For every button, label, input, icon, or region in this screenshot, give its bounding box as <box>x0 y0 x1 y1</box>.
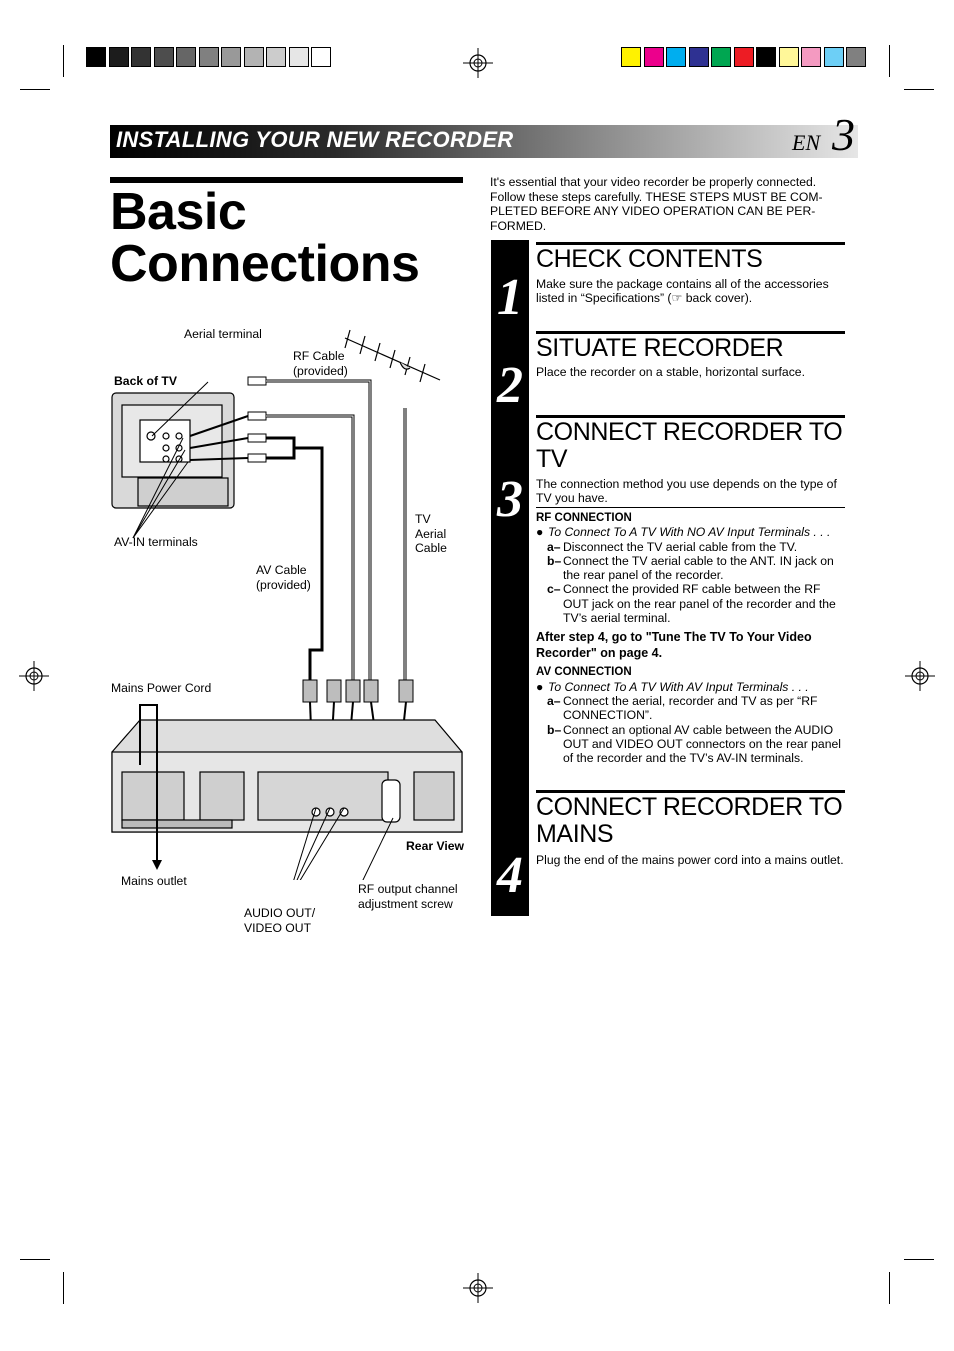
calibration-swatch <box>198 47 219 67</box>
calibration-swatch <box>756 47 776 67</box>
crop-mark <box>20 89 50 90</box>
intro-paragraph: It's essential that your video recorder … <box>490 175 823 233</box>
section-title: INSTALLING YOUR NEW RECORDER <box>116 127 514 152</box>
rear-view-label: Rear View <box>406 839 465 853</box>
av-connection-title: AV CONNECTION <box>536 666 632 679</box>
calibration-swatch <box>86 47 106 67</box>
step-text: Plug the end of the mains power cord int… <box>536 853 844 867</box>
registration-target-icon <box>463 1273 493 1303</box>
aerial-terminal-label: Aerial terminal <box>184 327 262 341</box>
step-text: The connection method you use depends on… <box>536 477 837 506</box>
step-number: 3 <box>497 471 523 528</box>
crop-mark <box>904 1259 934 1260</box>
registration-target-icon <box>463 48 493 78</box>
step-heading: CONNECT RECORDER TO MAINS <box>536 793 843 848</box>
step-number: 1 <box>497 269 523 326</box>
av-bullet: To Connect To A TV With AV Input Termina… <box>548 679 809 694</box>
step-heading: CHECK CONTENTS <box>536 245 763 273</box>
title-rule <box>110 177 463 183</box>
bullet-icon: ● <box>536 525 544 540</box>
crop-mark <box>20 1259 50 1260</box>
calibration-swatch <box>176 47 196 67</box>
step-rule <box>536 242 845 245</box>
calibration-swatch <box>243 47 264 67</box>
section-divider <box>536 507 845 508</box>
crop-mark <box>63 1272 64 1304</box>
step-rule <box>536 331 845 334</box>
rf-cable-label: RF Cable(provided) <box>293 349 348 378</box>
video-recorder <box>111 719 463 833</box>
step-heading: SITUATE RECORDER <box>536 334 784 362</box>
calibration-swatch <box>666 47 686 67</box>
calibration-swatch <box>711 47 731 67</box>
rf-connection-title: RF CONNECTION <box>536 512 632 524</box>
step-number: 2 <box>497 357 523 414</box>
rf-connection-block: RF CONNECTION ● To Connect To A TV With N… <box>536 511 848 765</box>
connection-diagram <box>111 329 463 880</box>
calibration-swatch <box>778 47 799 67</box>
mains-outlet-label: Mains outlet <box>121 874 187 888</box>
tv-connectors <box>247 376 267 463</box>
list-item: Connect the TV aerial cable to the ANT. … <box>563 553 834 583</box>
list-item: Disconnect the TV aerial cable from the … <box>563 539 798 554</box>
registration-target-icon <box>905 661 935 691</box>
antenna <box>344 329 441 383</box>
calibration-swatch <box>621 47 641 67</box>
calibration-swatch <box>733 47 754 67</box>
crop-mark <box>904 89 934 90</box>
calibration-swatch <box>688 47 709 67</box>
calibration-swatch <box>131 47 151 67</box>
calibration-swatch <box>643 47 664 67</box>
step-text: Make sure the package contains all of th… <box>536 277 829 306</box>
calibration-swatch <box>311 47 331 67</box>
step-heading: CONNECT RECORDER TO TV <box>536 418 843 473</box>
mains-power-cord-label: Mains Power Cord <box>111 681 212 695</box>
rf-note: After step 4, go to "Tune The TV To Your… <box>536 630 812 661</box>
back-of-tv-label: Back of TV <box>114 374 177 388</box>
step-number: 4 <box>497 847 523 904</box>
page-number: 3 <box>832 109 855 160</box>
calibration-swatch <box>221 47 241 67</box>
audio-video-out-label: AUDIO OUT/VIDEO OUT <box>244 906 316 935</box>
calibration-swatch <box>288 47 309 67</box>
calibration-swatch <box>266 47 286 67</box>
calibration-swatch <box>108 47 129 67</box>
crop-mark <box>63 45 64 77</box>
bullet-icon: ● <box>536 679 544 694</box>
list-item: Connect the aerial, recorder and TV as p… <box>563 693 818 723</box>
calibration-swatch <box>153 47 174 67</box>
tv-back <box>111 392 235 509</box>
rf-bullet: To Connect To A TV With NO AV Input Term… <box>548 525 831 540</box>
calibration-swatch <box>801 47 821 67</box>
calibration-swatch <box>823 47 844 67</box>
list-item: Connect the provided RF cable between th… <box>563 582 836 626</box>
step-number-bar <box>491 240 529 916</box>
av-cable-label: AV Cable(provided) <box>256 563 311 592</box>
step-rule <box>536 790 845 793</box>
crop-mark <box>889 1272 890 1304</box>
section-header-band: INSTALLING YOUR NEW RECORDER <box>110 125 858 158</box>
cables <box>266 379 407 682</box>
step-rule <box>536 415 845 418</box>
crop-mark <box>889 45 890 77</box>
list-item: Connect an optional AV cable between the… <box>563 722 841 766</box>
cable-plugs <box>302 679 414 703</box>
av-in-terminals-label: AV-IN terminals <box>114 535 198 549</box>
step-text: Place the recorder on a stable, horizont… <box>536 365 805 379</box>
calibration-swatch <box>846 47 866 67</box>
registration-target-icon <box>19 661 49 691</box>
language-label: EN <box>792 130 821 155</box>
